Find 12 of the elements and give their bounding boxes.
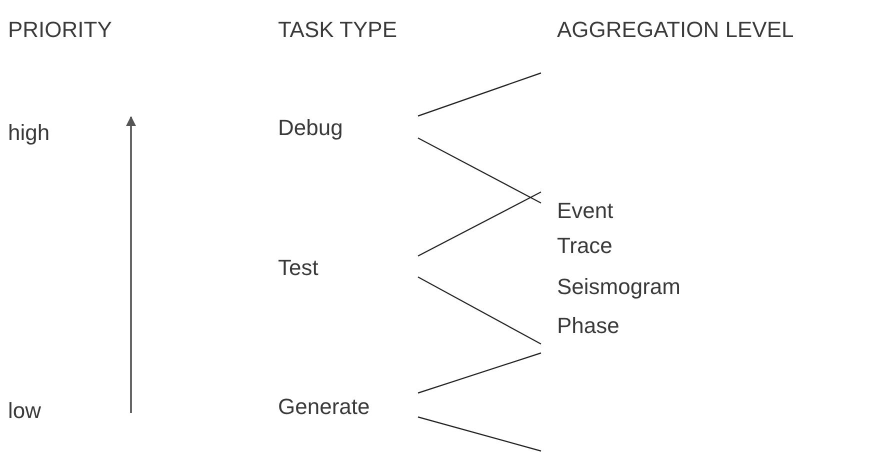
level-label: Trace (557, 233, 612, 259)
level-label: Event (557, 198, 614, 224)
column-heading: TASK TYPE (278, 17, 398, 43)
column-heading: PRIORITY (8, 17, 112, 43)
level-label: Seismogram (557, 274, 680, 300)
task-type-label: Test (278, 255, 318, 281)
level-label: Phase (557, 313, 620, 339)
axis-end-label: low (8, 398, 42, 424)
task-type-label: Generate (278, 394, 370, 420)
axis-end-label: high (8, 120, 50, 146)
task-type-label: Debug (278, 115, 343, 141)
column-heading: AGGREGATION LEVEL (557, 17, 794, 43)
